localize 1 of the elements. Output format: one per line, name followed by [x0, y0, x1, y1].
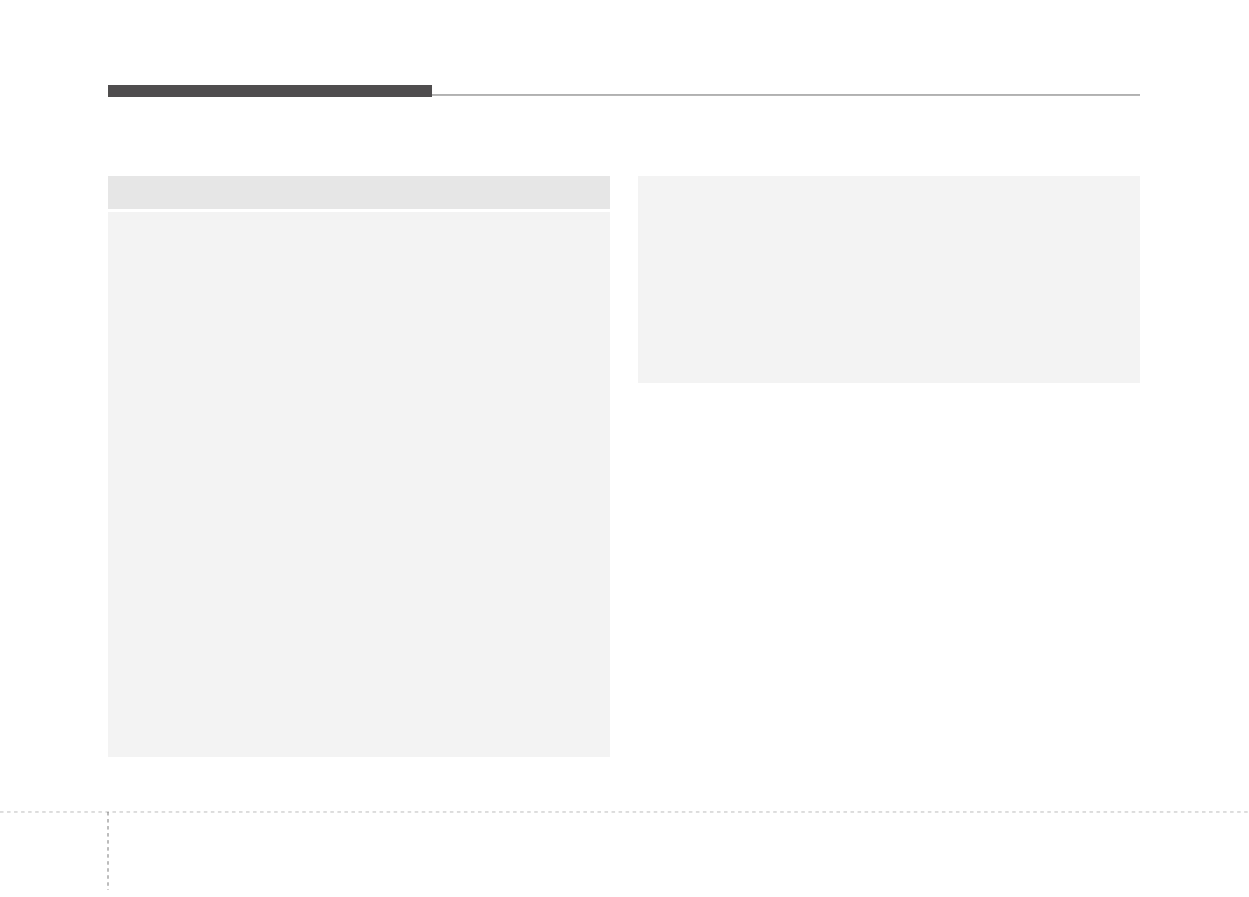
header-band — [108, 176, 610, 209]
